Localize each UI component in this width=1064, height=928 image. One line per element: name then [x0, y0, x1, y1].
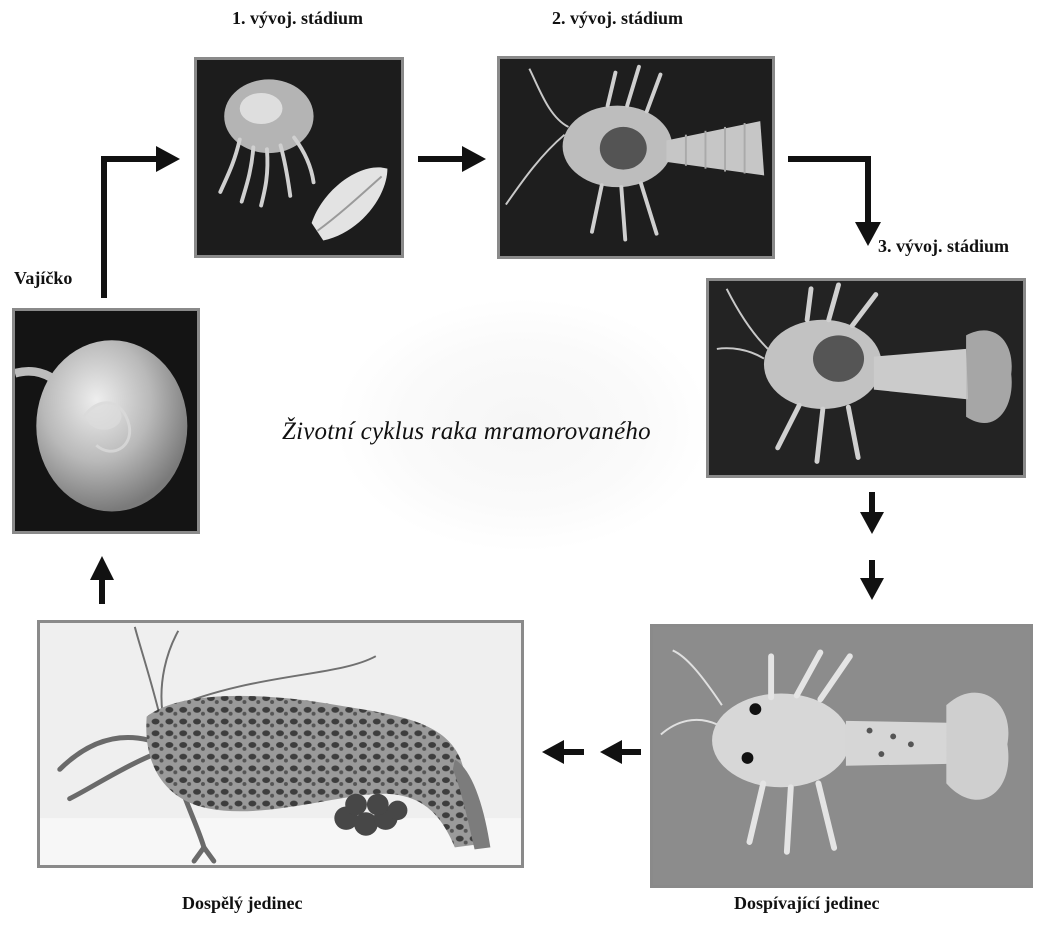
egg-label: Vajíčko [14, 268, 72, 289]
stage2-label: 2. vývoj. stádium [552, 8, 683, 29]
egg-photo [12, 308, 200, 534]
arrow-stage1-to-stage2 [418, 146, 486, 172]
stage2-photo [497, 56, 775, 259]
arrow-stage2-to-stage3 [788, 159, 881, 246]
adult-label: Dospělý jedinec [182, 893, 303, 914]
stage3-label: 3. vývoj. stádium [878, 236, 1009, 257]
juvenile-label: Dospívající jedinec [734, 893, 880, 914]
arrow-stage3-to-juvenile-2 [860, 560, 884, 600]
arrow-egg-to-stage1 [104, 146, 180, 298]
stage3-photo [706, 278, 1026, 478]
arrow-juvenile-to-adult-1 [600, 740, 641, 764]
juvenile-photo [650, 624, 1033, 888]
adult-photo [37, 620, 524, 868]
stage1-label: 1. vývoj. stádium [232, 8, 363, 29]
arrow-juvenile-to-adult-2 [542, 740, 584, 764]
diagram-title: Životní cyklus raka mramorovaného [282, 418, 651, 446]
arrow-adult-to-egg [90, 556, 114, 604]
arrow-stage3-to-juvenile-1 [860, 492, 884, 534]
stage1-photo [194, 57, 404, 258]
